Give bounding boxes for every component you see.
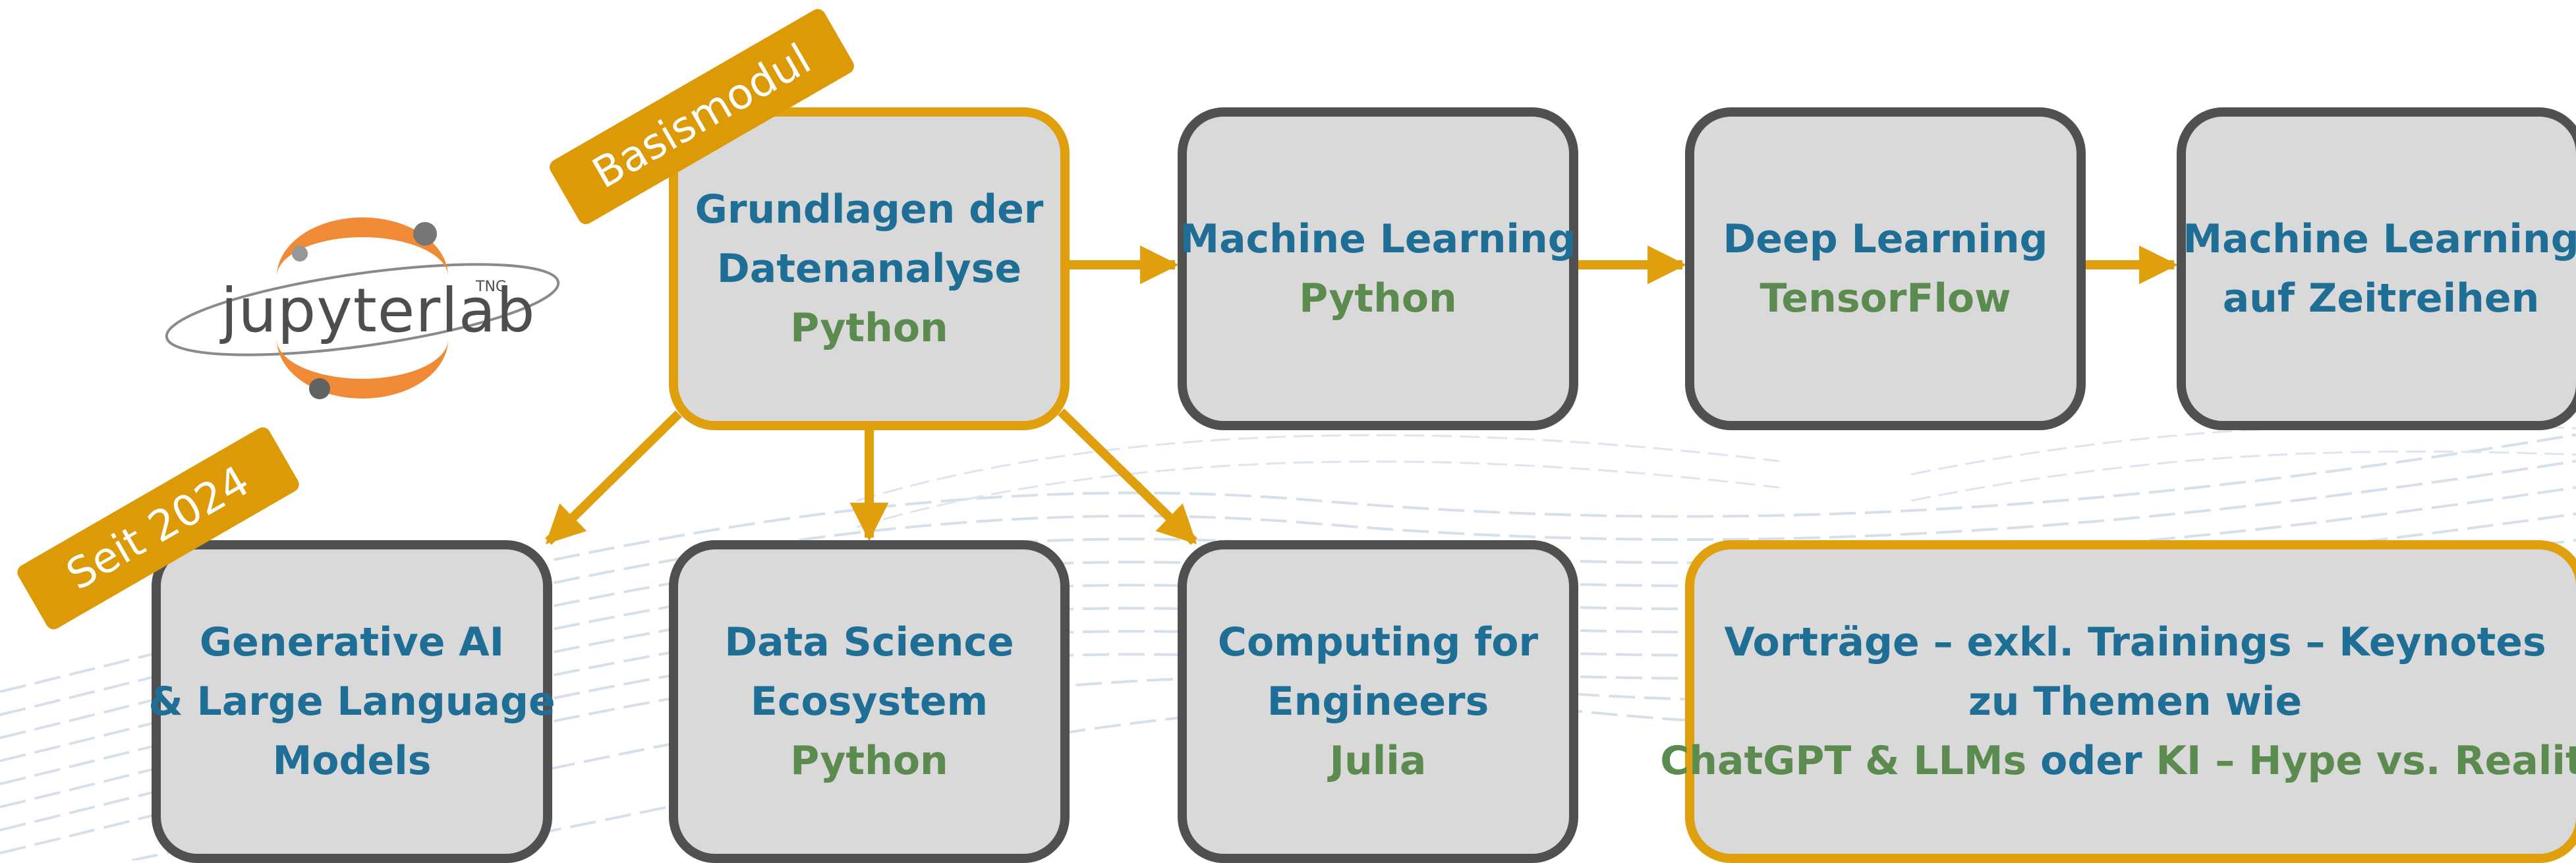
- vortraege-topic-ki: KI – Hype vs. Reality: [2156, 738, 2576, 784]
- ds-eco-title-line1: Data Science: [724, 619, 1014, 665]
- dl-title: Deep Learning: [1723, 216, 2048, 262]
- jupyterlab-logo-superscript: TNG: [476, 279, 507, 295]
- vortraege-box: Vorträge – exkl. Trainings – Keynotes zu…: [1660, 540, 2576, 863]
- ml-zeit-title-line2: auf Zeitreihen: [2222, 275, 2540, 321]
- data-science-ecosystem-box: Data Science Ecosystem Python: [669, 540, 1070, 863]
- genai-title-line1: Generative AI: [199, 619, 505, 665]
- machine-learning-box: Machine Learning Python: [1178, 107, 1578, 430]
- computing-engineers-box: Computing for Engineers Julia: [1178, 540, 1578, 863]
- jupyterlab-logo: jupyterlab TNG: [158, 198, 567, 408]
- arrow-grundlagen-to-genai: [545, 410, 682, 545]
- dl-tech: TensorFlow: [1760, 275, 2011, 321]
- genai-title-line2: & Large Language: [148, 679, 556, 725]
- vortraege-topic-chatgpt: ChatGPT & LLMs: [1660, 738, 2027, 784]
- deep-learning-box: Deep Learning TensorFlow: [1685, 107, 2086, 430]
- generative-ai-box: Generative AI & Large Language Models: [148, 540, 556, 863]
- vortraege-title-line1: Vorträge – exkl. Trainings – Keynotes: [1724, 619, 2546, 665]
- computing-title-line2: Engineers: [1267, 679, 1489, 725]
- ml-zeit-title-line1: Machine Learning: [2183, 216, 2576, 262]
- ml-zeitreihen-box: Machine Learning auf Zeitreihen: [2177, 107, 2576, 430]
- grundlagen-tech: Python: [790, 305, 948, 351]
- ds-eco-tech: Python: [790, 738, 948, 784]
- grundlagen-title-line2: Datenanalyse: [716, 246, 1022, 292]
- jupyterlab-logo-text: jupyterlab: [221, 275, 536, 346]
- computing-tech: Julia: [1329, 738, 1427, 784]
- ml-tech: Python: [1299, 275, 1457, 321]
- arrow-grundlagen-to-computing: [1058, 408, 1197, 545]
- ds-eco-title-line2: Ecosystem: [750, 679, 988, 725]
- jupyter-logo-graphic: [165, 217, 560, 399]
- grundlagen-datenanalyse-box: Grundlagen der Datenanalyse Python: [669, 107, 1070, 430]
- vortraege-topics-line: ChatGPT & LLMs oder KI – Hype vs. Realit…: [1660, 731, 2576, 791]
- vortraege-title-line2: zu Themen wie: [1968, 679, 2303, 725]
- genai-title-line3: Models: [272, 738, 432, 784]
- grundlagen-title-line1: Grundlagen der: [695, 186, 1044, 233]
- ml-title: Machine Learning: [1180, 216, 1576, 262]
- vortraege-joiner: oder: [2040, 738, 2142, 784]
- computing-title-line1: Computing for: [1217, 619, 1539, 665]
